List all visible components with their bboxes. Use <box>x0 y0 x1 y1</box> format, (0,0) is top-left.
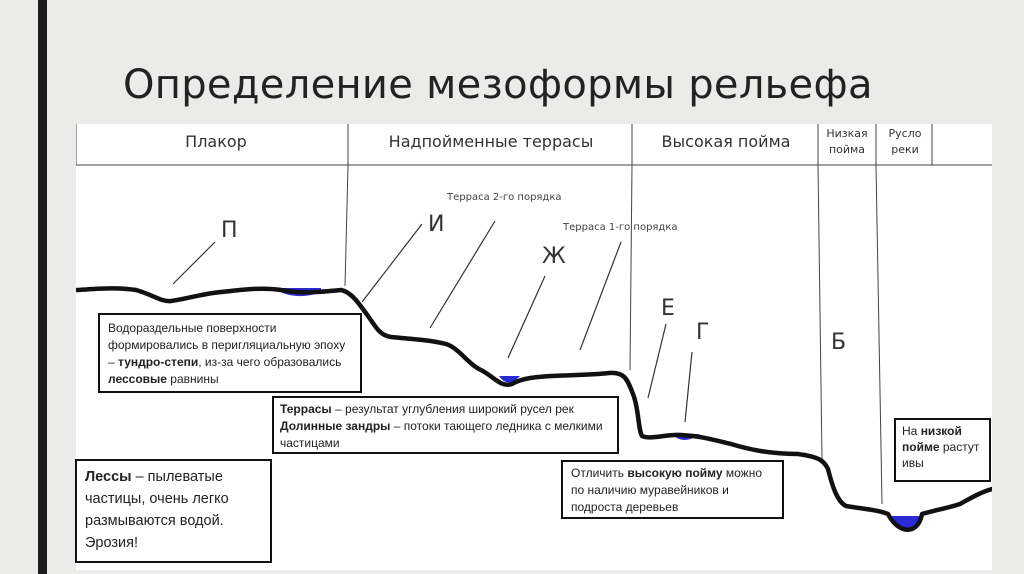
letter-b: Б <box>831 330 847 355</box>
pointer-i <box>361 223 423 303</box>
zone-boundary-4 <box>875 164 883 505</box>
note-bold: лессовые <box>108 372 167 386</box>
note-text: можно по наличию муравейников и подроста… <box>571 466 763 514</box>
note-text: – потоки тающего ледника с мелкими части… <box>280 419 603 450</box>
letter-p: П <box>221 218 238 243</box>
note-terraces: Террасы – результат углубления широкий р… <box>272 396 619 454</box>
pointer-zh <box>507 275 546 359</box>
note-text: равнины <box>166 372 219 386</box>
pointer-p <box>172 241 216 285</box>
header-plakor: Плакор <box>185 132 247 151</box>
note-low-floodplain: На низкой пойме растут ивы <box>894 418 991 482</box>
pointer-terrace-1 <box>579 241 622 351</box>
note-high-floodplain: Отличить высокую пойму можно по наличию … <box>561 460 784 519</box>
zone-boundary-2 <box>629 164 633 371</box>
letter-e: Е <box>661 296 675 321</box>
water-lake-terrace <box>499 376 520 383</box>
terrace-2-label: Терраса 2-го порядка <box>447 192 562 203</box>
header-low-floodplain: Низкая пойма <box>826 127 868 156</box>
letter-zh: Ж <box>542 244 566 269</box>
note-bold: Лессы <box>85 469 132 485</box>
pointer-e <box>647 323 667 399</box>
header-high-floodplain: Высокая пойма <box>661 132 791 151</box>
relief-diagram-svg <box>76 124 992 532</box>
note-bold: тундро-степи <box>118 355 199 369</box>
note-text: – результат углубления широкий русел рек <box>331 402 574 416</box>
note-bold: низкой пойме <box>902 424 962 454</box>
pointer-terrace-2 <box>429 220 496 329</box>
water-river <box>888 516 922 529</box>
note-watershed: Водораздельные поверхности формировались… <box>98 313 362 393</box>
note-text: , из-за чего образовались <box>198 355 342 369</box>
note-text: Отличить <box>571 466 628 480</box>
header-terraces: Надпойменные террасы <box>388 132 594 151</box>
note-bold: высокую пойму <box>627 466 723 480</box>
terrain-profile-line <box>76 286 992 532</box>
note-bold: Террасы <box>280 402 332 416</box>
note-text: – пылеватые частицы, очень легко размыва… <box>85 469 229 551</box>
note-bold: Долинные зандры <box>280 419 391 433</box>
letter-i: И <box>428 212 445 237</box>
letter-g: Г <box>696 320 710 345</box>
slide-title: Определение мезоформы рельефа <box>123 62 873 108</box>
zone-boundary-3 <box>817 164 823 460</box>
terrace-1-label: Терраса 1-го порядка <box>563 222 678 233</box>
slide-accent-bar <box>38 0 47 574</box>
pointer-g <box>684 351 693 423</box>
note-loess: Лессы – пылеватые частицы, очень легко р… <box>75 459 272 563</box>
zone-boundary-1 <box>344 164 349 287</box>
header-riverbed: Русло реки <box>888 127 922 156</box>
note-text: растут ивы <box>902 440 980 470</box>
note-text: Водораздельные поверхности формировались… <box>108 321 346 369</box>
note-text: На <box>902 424 921 438</box>
